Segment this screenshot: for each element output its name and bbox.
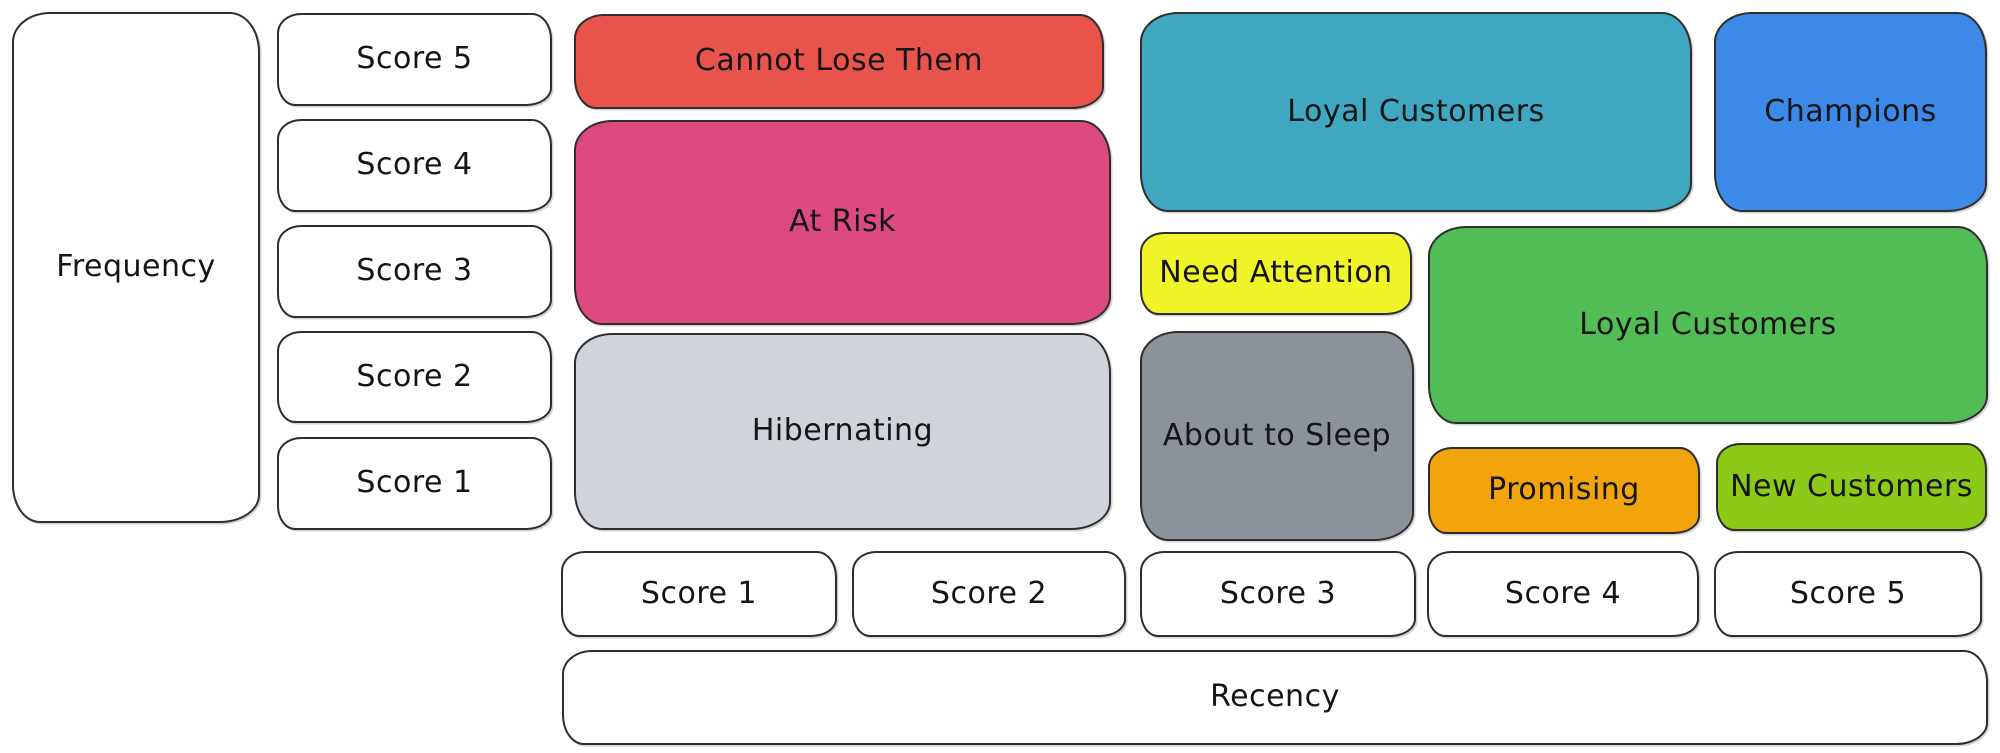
recency-score-5: Score 5 bbox=[1714, 551, 1982, 637]
frequency-axis-label: Frequency bbox=[12, 12, 260, 523]
recency-axis-label: Recency bbox=[562, 650, 1988, 745]
frequency-score-3: Score 3 bbox=[277, 225, 552, 318]
frequency-score-5: Score 5 bbox=[277, 13, 552, 106]
frequency-score-4: Score 4 bbox=[277, 119, 552, 212]
frequency-score-2: Score 2 bbox=[277, 331, 552, 423]
frequency-score-1: Score 1 bbox=[277, 437, 552, 530]
segment-champions: Champions bbox=[1714, 12, 1987, 212]
segment-hibernating: Hibernating bbox=[574, 333, 1111, 530]
segment-new-customers: New Customers bbox=[1716, 443, 1987, 531]
segment-need-attention: Need Attention bbox=[1140, 232, 1412, 315]
recency-score-3: Score 3 bbox=[1140, 551, 1416, 637]
segment-promising: Promising bbox=[1428, 447, 1700, 534]
segment-loyal-customers-upper: Loyal Customers bbox=[1140, 12, 1692, 212]
recency-score-4: Score 4 bbox=[1427, 551, 1699, 637]
recency-score-2: Score 2 bbox=[852, 551, 1126, 637]
segment-cannot-lose-them: Cannot Lose Them bbox=[574, 14, 1104, 109]
segment-loyal-customers-mid: Loyal Customers bbox=[1428, 226, 1988, 424]
recency-score-1: Score 1 bbox=[561, 551, 837, 637]
segment-about-to-sleep: About to Sleep bbox=[1140, 331, 1414, 541]
segment-at-risk: At Risk bbox=[574, 120, 1111, 325]
